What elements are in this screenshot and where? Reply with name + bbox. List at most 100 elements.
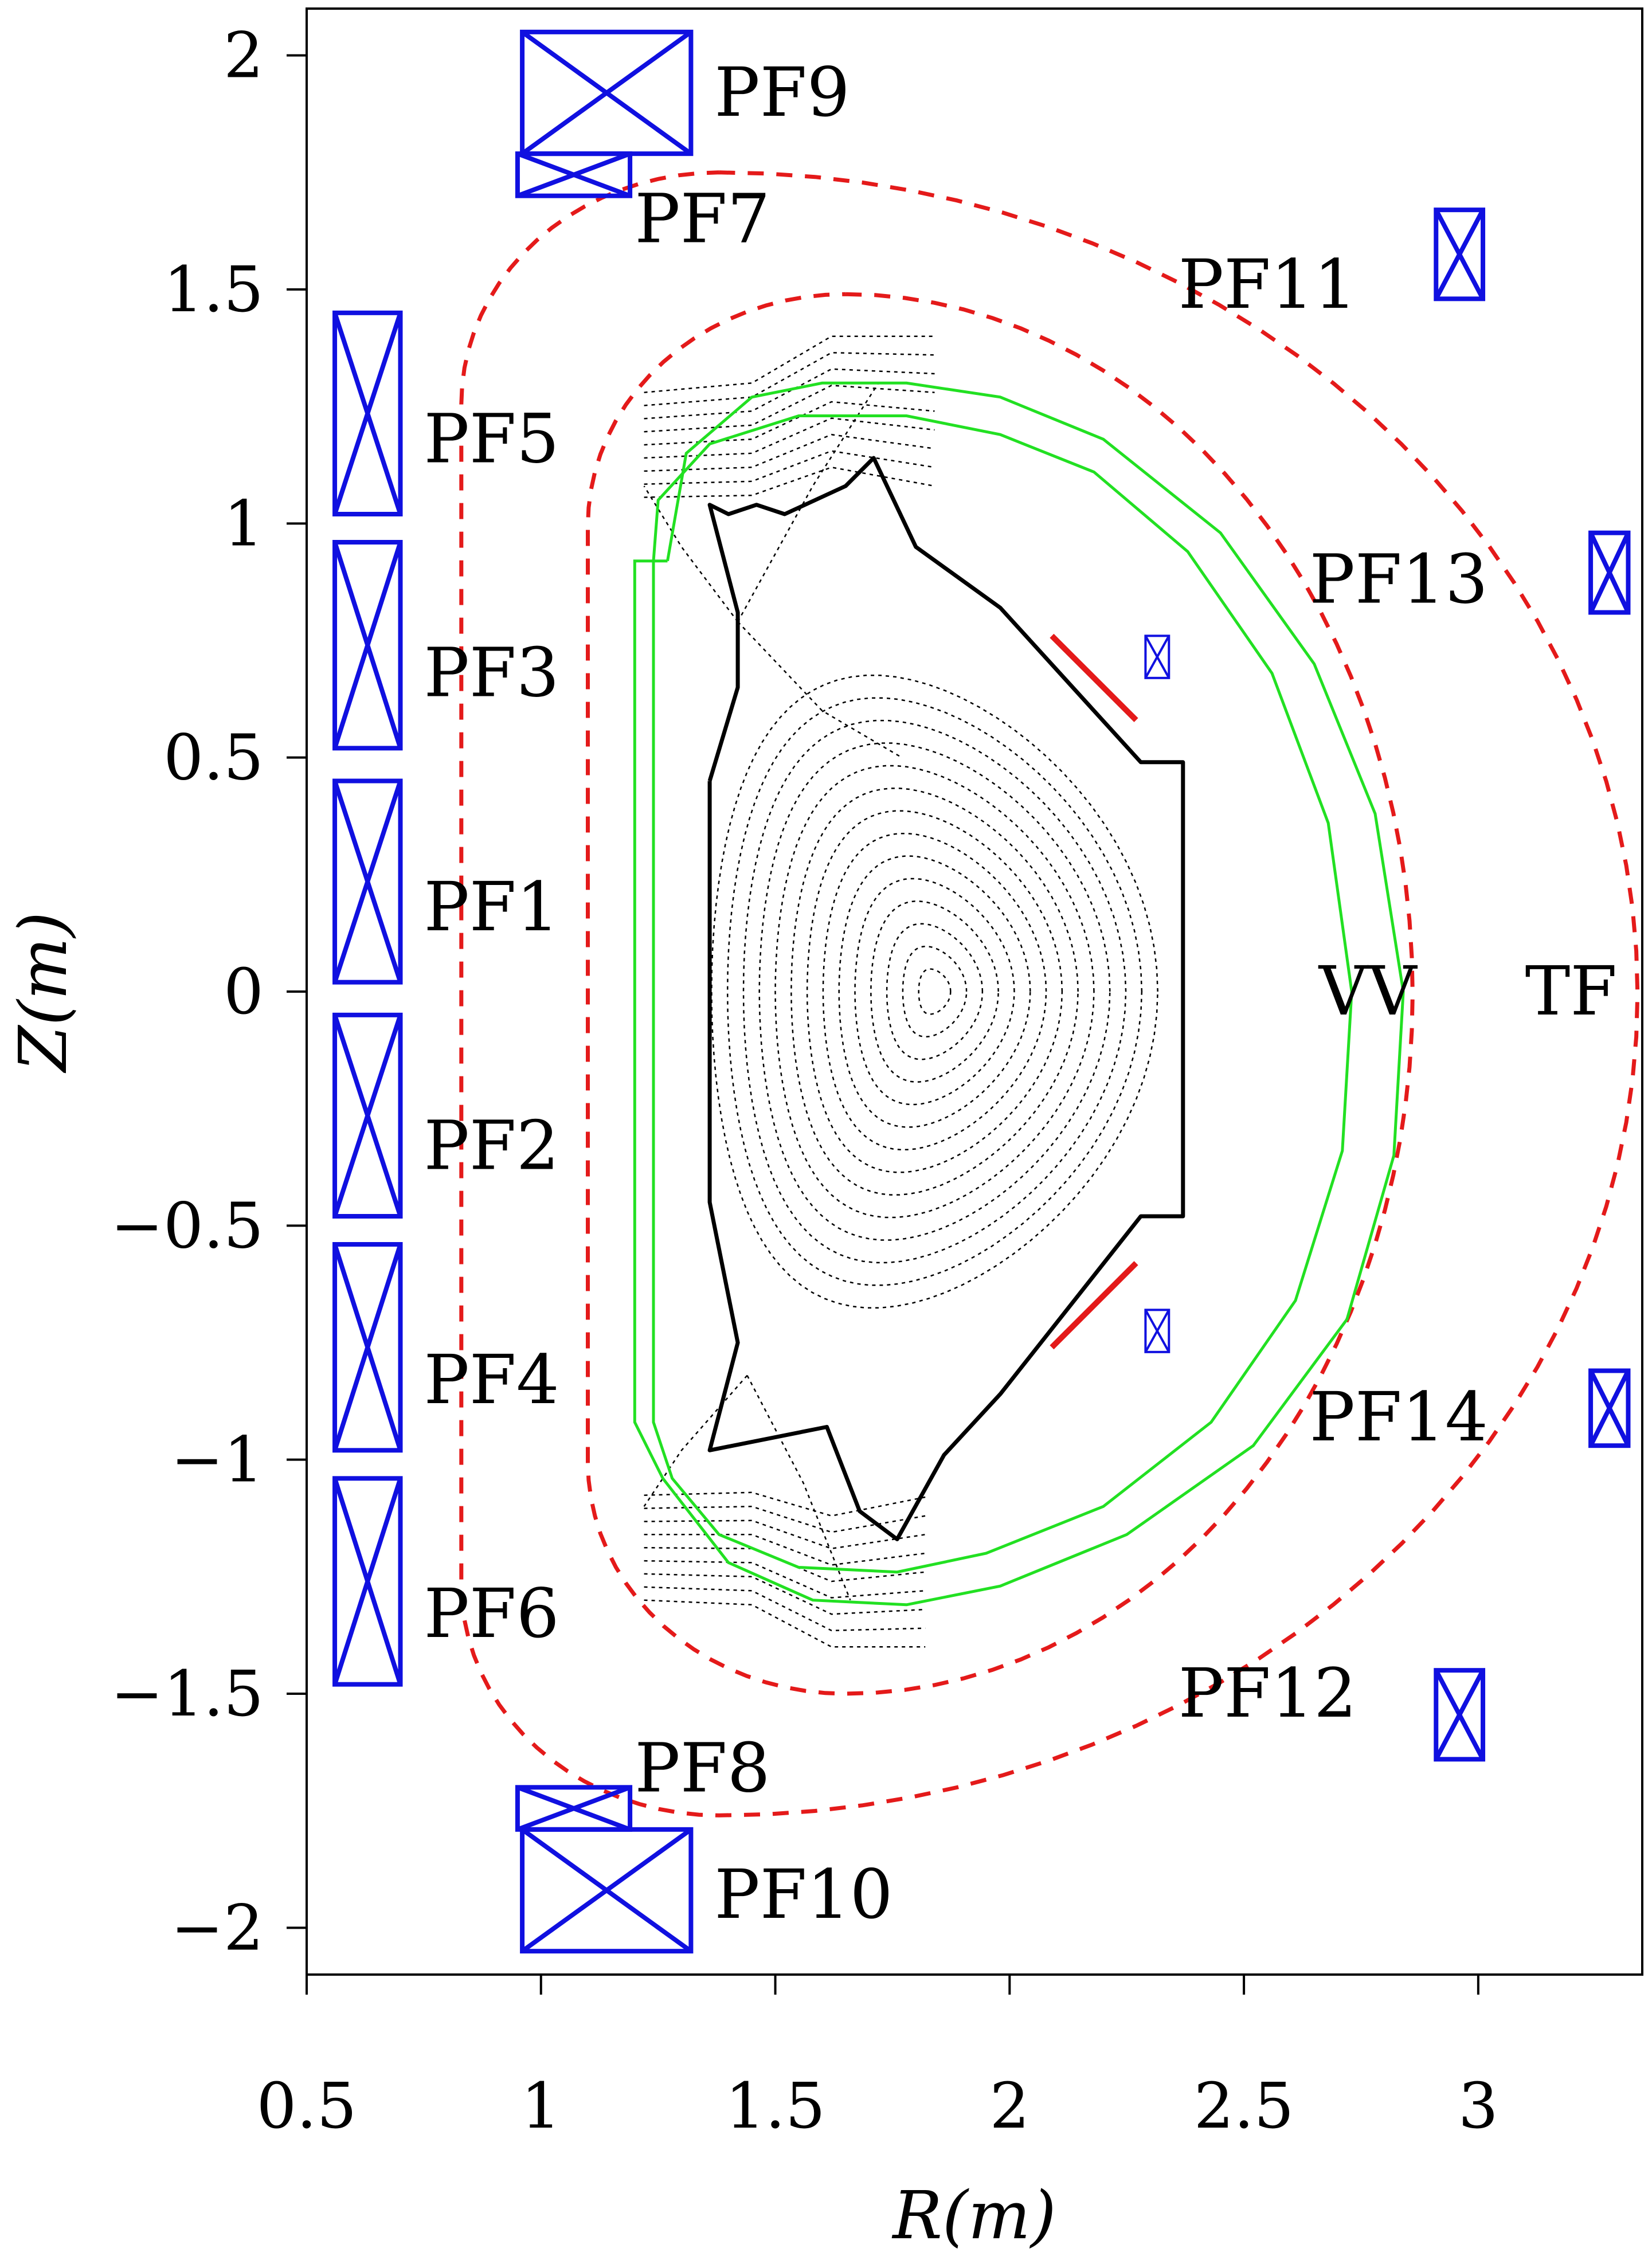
- vv-label: VV: [1318, 951, 1418, 1031]
- lower-divertor-flux-line: [644, 1534, 926, 1566]
- flux-surface: [790, 788, 1079, 1196]
- coil-pf4: [332, 1242, 403, 1453]
- lower-small-coil: [1144, 1309, 1171, 1353]
- x-tick-label: 1.5: [725, 2069, 825, 2143]
- coil-label-pf7: PF7: [635, 179, 770, 258]
- coil-label-pf14: PF14: [1310, 1377, 1488, 1456]
- upper-passive-plate: [1050, 633, 1138, 722]
- vessel-outer-wall: [633, 381, 1405, 1607]
- coil-pf1-diagonal: [332, 780, 403, 983]
- coil-pf14-diagonal: [1588, 1369, 1631, 1447]
- coil-pf3-diagonal: [332, 541, 403, 749]
- coil-label-pf5: PF5: [424, 399, 559, 478]
- coil-pf5-box: [332, 310, 403, 516]
- coil-pf13-diagonal: [1588, 531, 1631, 614]
- coil-pf13: [1588, 530, 1631, 615]
- coil-pf2: [332, 1012, 403, 1219]
- upper-small-coil: [1144, 634, 1171, 679]
- coil-pf2-box: [332, 1012, 403, 1219]
- flux-surface: [918, 968, 952, 1015]
- coil-label-pf8: PF8: [635, 1729, 770, 1808]
- flux-surface: [726, 697, 1143, 1286]
- coil-pf11-diagonal: [1434, 209, 1485, 300]
- upper-divertor-flux-line: [644, 352, 935, 406]
- x-tick-label: 2.5: [1194, 2069, 1294, 2143]
- y-tick-label: −1.5: [111, 1657, 264, 1730]
- lower-small-coil-box: [1144, 1309, 1171, 1353]
- coil-pf12-diagonal: [1434, 1669, 1485, 1761]
- coil-pf10-diagonal: [520, 1827, 692, 1953]
- lower-divertor-flux-line: [644, 1519, 926, 1550]
- tf-inner-leg: [586, 292, 1415, 1696]
- coil-pf9-box: [520, 29, 694, 156]
- upper-small-coil-box: [1144, 634, 1171, 679]
- coil-label-pf9: PF9: [714, 53, 850, 132]
- flux-surface: [758, 742, 1111, 1241]
- flux-surface: [902, 945, 968, 1038]
- separatrix-leg: [643, 485, 739, 622]
- upper-small-coil-diagonal: [1144, 635, 1171, 679]
- tf-coil-outline: [459, 170, 1640, 1818]
- coil-pf9: [520, 29, 694, 156]
- coil-pf3: [332, 540, 403, 751]
- upper-divertor-flux-line: [644, 385, 935, 433]
- lower-divertor-flux-line: [644, 1491, 926, 1517]
- lower-divertor-flux-line: [644, 1560, 926, 1599]
- lower-divertor-flux-line: [644, 1586, 926, 1632]
- flux-surface: [774, 765, 1095, 1219]
- upper-divertor-flux-line: [644, 368, 935, 420]
- lower-divertor-flux-line: [644, 1573, 926, 1615]
- upper-divertor-flux-line: [644, 335, 935, 393]
- coil-pf2-diagonal: [332, 1014, 403, 1217]
- coil-label-pf6: PF6: [424, 1574, 559, 1653]
- y-tick-label: 2: [224, 19, 264, 92]
- first-wall-outline: [707, 456, 1185, 1541]
- separatrix-leg: [737, 621, 902, 758]
- coil-pf7-diagonal: [516, 151, 631, 198]
- flux-surface: [806, 810, 1063, 1173]
- first-wall: [707, 456, 1185, 1541]
- flux-surface: [838, 855, 1031, 1128]
- coil-pf1: [332, 778, 403, 985]
- coil-label-pf3: PF3: [424, 633, 559, 712]
- coil-pf10: [520, 1827, 694, 1954]
- x-tick-label: 3: [1458, 2069, 1498, 2143]
- coil-pf14-box: [1588, 1368, 1631, 1448]
- coil-pf11-box: [1434, 207, 1486, 301]
- lower-small-coil-diagonal: [1144, 1309, 1171, 1353]
- coil-label-pf12: PF12: [1179, 1654, 1357, 1733]
- y-tick-label: −2: [171, 1891, 264, 1964]
- coil-label-pf1: PF1: [424, 867, 559, 946]
- coil-pf5-diagonal: [332, 312, 403, 515]
- coil-pf8-diagonal: [516, 1785, 631, 1832]
- coil-pf1-box: [332, 778, 403, 985]
- coil-pf5: [332, 310, 403, 516]
- y-tick-label: 0: [224, 955, 264, 1028]
- coil-label-pf4: PF4: [424, 1340, 559, 1419]
- coil-pf4-box: [332, 1242, 403, 1453]
- y-tick-label: 1: [224, 487, 264, 560]
- tf-outer-leg: [459, 170, 1640, 1818]
- upper-divertor-flux-line: [644, 433, 935, 472]
- coil-pf11: [1434, 207, 1486, 301]
- coil-pf12-box: [1434, 1668, 1486, 1762]
- y-tick-label: −1: [171, 1423, 264, 1497]
- coil-pf14: [1588, 1368, 1631, 1448]
- coil-label-pf11: PF11: [1179, 245, 1357, 324]
- coil-pf6-diagonal: [332, 1478, 403, 1685]
- y-tick-label: −0.5: [111, 1189, 264, 1262]
- coil-label-pf2: PF2: [424, 1106, 559, 1185]
- vacuum-vessel: [633, 381, 1405, 1607]
- separatrix-leg: [746, 1375, 851, 1601]
- coil-pf13-box: [1588, 530, 1631, 615]
- coil-pf3-box: [332, 540, 403, 751]
- flux-surface: [711, 675, 1158, 1309]
- x-tick-label: 2: [989, 2069, 1029, 2143]
- coil-label-pf10: PF10: [714, 1855, 892, 1934]
- flux-surface: [854, 878, 1015, 1106]
- coil-label-pf13: PF13: [1310, 539, 1488, 618]
